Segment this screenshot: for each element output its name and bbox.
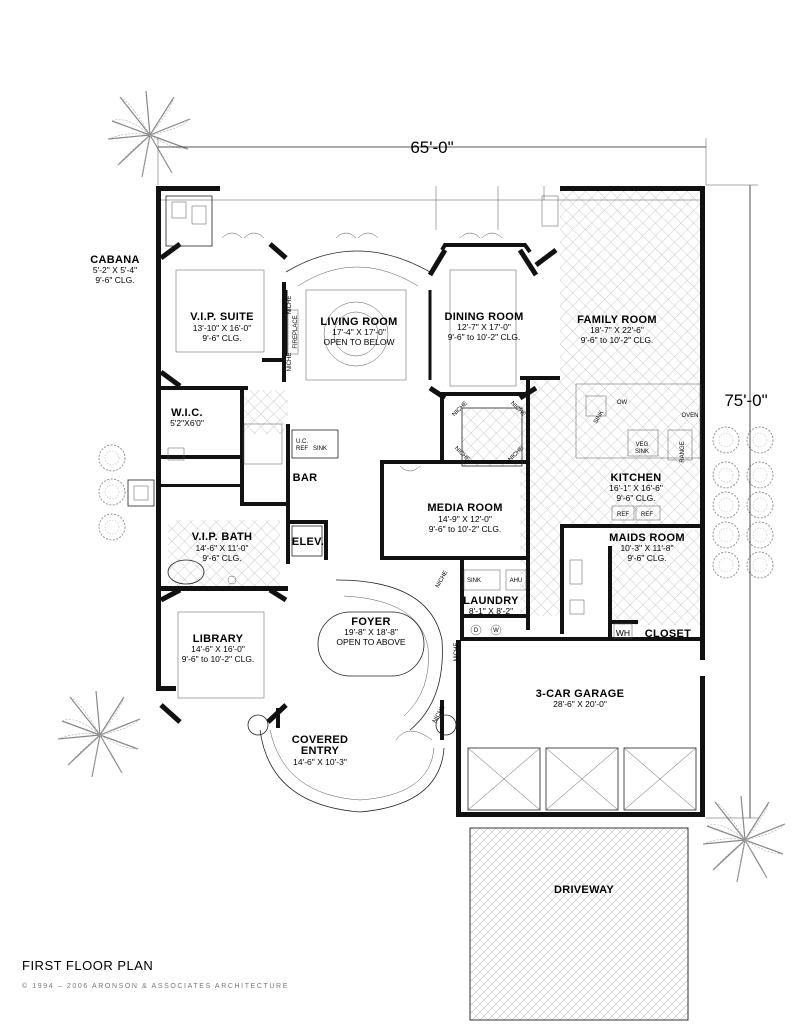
range-label: RANGE	[680, 441, 686, 462]
overall-depth-label: 75'-0"	[724, 391, 767, 410]
kitchen-ceiling: 9'-6" CLG.	[616, 493, 655, 503]
oven-label: OVEN	[681, 413, 698, 419]
driveway-name: DRIVEWAY	[554, 884, 614, 896]
bar-name: BAR	[293, 472, 318, 484]
elevator-name: ELEV.	[292, 536, 324, 548]
room-labels: CABANA 5'-2" X 5'-4" 9'-6" CLG. V.I.P. S…	[90, 254, 691, 896]
angled-walls	[159, 241, 558, 724]
dining-room-ceiling: 9'-6" to 10'-2" CLG.	[448, 332, 521, 342]
fireplace-label: FIREPLACE	[293, 315, 299, 348]
media-room-ceiling: 9'-6" to 10'-2" CLG.	[429, 524, 502, 534]
interior-walls	[158, 282, 705, 740]
niche-label-7: NICHE	[435, 570, 450, 589]
uc-ref-label-2: REF	[296, 446, 308, 452]
media-room-name: MEDIA ROOM	[427, 502, 502, 514]
exterior-walls	[156, 186, 705, 817]
vip-bath-name: V.I.P. BATH	[192, 531, 253, 543]
tile-floors	[168, 188, 705, 625]
family-room-name: FAMILY ROOM	[577, 314, 657, 326]
water-heater-label: WH	[616, 628, 630, 638]
library-name: LIBRARY	[193, 633, 244, 645]
maids-room-dims: 10'-3" X 11'-8"	[620, 543, 673, 553]
living-room-name: LIVING ROOM	[320, 316, 397, 328]
copyright: © 1994 – 2006 ARONSON & ASSOCIATES ARCHI…	[22, 982, 289, 990]
maids-room-name: MAIDS ROOM	[609, 532, 685, 544]
family-room-ceiling: 9'-6" to 10'-2" CLG.	[581, 335, 654, 345]
dryer-label: D	[474, 628, 479, 634]
driveway-paving	[469, 827, 689, 1021]
bar-sink-label: SINK	[313, 446, 327, 452]
cabana-dims: 5'-2" X 5'-4"	[93, 265, 137, 275]
vip-suite-name: V.I.P. SUITE	[190, 311, 254, 323]
living-room-dims: 17'-4" X 17'-0"	[332, 327, 386, 337]
foyer-name: FOYER	[351, 616, 390, 628]
vip-bath-ceiling: 9'-6" CLG.	[202, 553, 241, 563]
ahu-label: AHU	[510, 578, 523, 584]
niche-label-9: NICHE	[432, 705, 447, 724]
family-room-dims: 18'-7" X 22'-6"	[590, 325, 644, 335]
garage-name: 3-CAR GARAGE	[536, 688, 625, 700]
laundry-name: LAUNDRY	[463, 595, 519, 607]
wic-name: W.I.C.	[171, 407, 203, 419]
media-room-dims: 14'-9" X 12'-0"	[438, 514, 492, 524]
vip-suite-ceiling: 9'-6" CLG.	[202, 333, 241, 343]
dining-room-dims: 12'-7" X 17'-0"	[457, 322, 511, 332]
cabana-ceiling: 9'-6" CLG.	[95, 275, 134, 285]
niche-label-2: NICHE	[287, 353, 293, 372]
closet-name: CLOSET	[645, 628, 691, 640]
foyer-dims: 19'-8" X 18'-8"	[344, 627, 398, 637]
vip-bath-dims: 14'-6" X 11'-0"	[195, 543, 248, 553]
vip-suite-dims: 13'-10" X 16'-0"	[193, 323, 251, 333]
washer-label: W	[493, 628, 499, 634]
niche-label-1: NICHE	[287, 296, 293, 315]
ow-label: OW	[617, 400, 628, 406]
garage-dims: 28'-6" X 20'-0"	[553, 699, 607, 709]
uc-ref-label-1: U.C.	[296, 439, 308, 445]
veg-sink-label-2: SINK	[635, 449, 649, 455]
laundry-sink-label: SINK	[467, 578, 481, 584]
ref-label-2: REF	[641, 512, 653, 518]
kitchen-name: KITCHEN	[611, 472, 662, 484]
cabana-name: CABANA	[90, 254, 139, 266]
foyer-ceiling: OPEN TO ABOVE	[336, 637, 405, 647]
living-room-ceiling: OPEN TO BELOW	[323, 337, 394, 347]
laundry-dims: 8'-1" X 8'-2"	[469, 606, 513, 616]
covered-entry-name-1: COVERED	[292, 734, 349, 746]
covered-entry-name-2: ENTRY	[301, 745, 340, 757]
overall-width-label: 65'-0"	[410, 138, 453, 157]
library-dims: 14'-6" X 16'-0"	[191, 644, 245, 654]
ref-label-1: REF	[617, 512, 629, 518]
kitchen-dims: 16'-1" X 16'-6"	[609, 483, 663, 493]
dining-room-name: DINING ROOM	[444, 311, 523, 323]
covered-entry-dims: 14'-6" X 10'-3"	[293, 757, 347, 767]
maids-room-ceiling: 9'-6" CLG.	[627, 553, 666, 563]
niche-label-8: NICHE	[454, 643, 460, 662]
landscape	[57, 90, 786, 883]
veg-sink-label-1: VEG	[636, 442, 649, 448]
plan-title: FIRST FLOOR PLAN	[22, 958, 153, 973]
dimension-lines	[157, 138, 758, 819]
detail-lines	[161, 186, 701, 813]
library-ceiling: 9'-6" to 10'-2" CLG.	[182, 654, 255, 664]
wic-dims: 5'2"X6'0"	[170, 418, 204, 428]
